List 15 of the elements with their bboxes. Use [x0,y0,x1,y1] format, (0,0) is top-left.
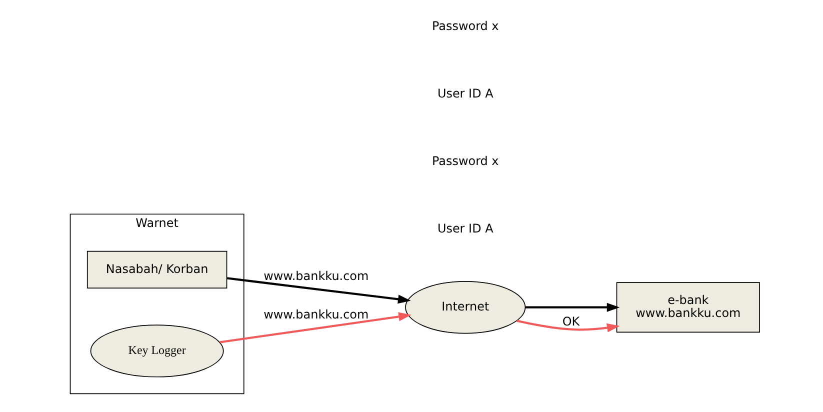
node-ellipse: Internet [405,281,526,334]
node-box: e-bank www.bankku.com [616,282,760,333]
arrow [525,302,620,312]
label: User ID A [437,86,494,101]
label: Password x [432,18,499,33]
node-ellipse: Key Logger [90,324,224,378]
node-box: Nasabah/ Korban [86,250,228,289]
arrow [516,320,620,332]
edge-label: www.bankku.com [264,308,369,322]
edge-label: OK [562,314,580,328]
arrow [220,312,412,344]
arrow [226,277,411,304]
edge-label: www.bankku.com [264,269,369,284]
label: User ID A [437,222,494,236]
label: Password x [432,154,499,168]
